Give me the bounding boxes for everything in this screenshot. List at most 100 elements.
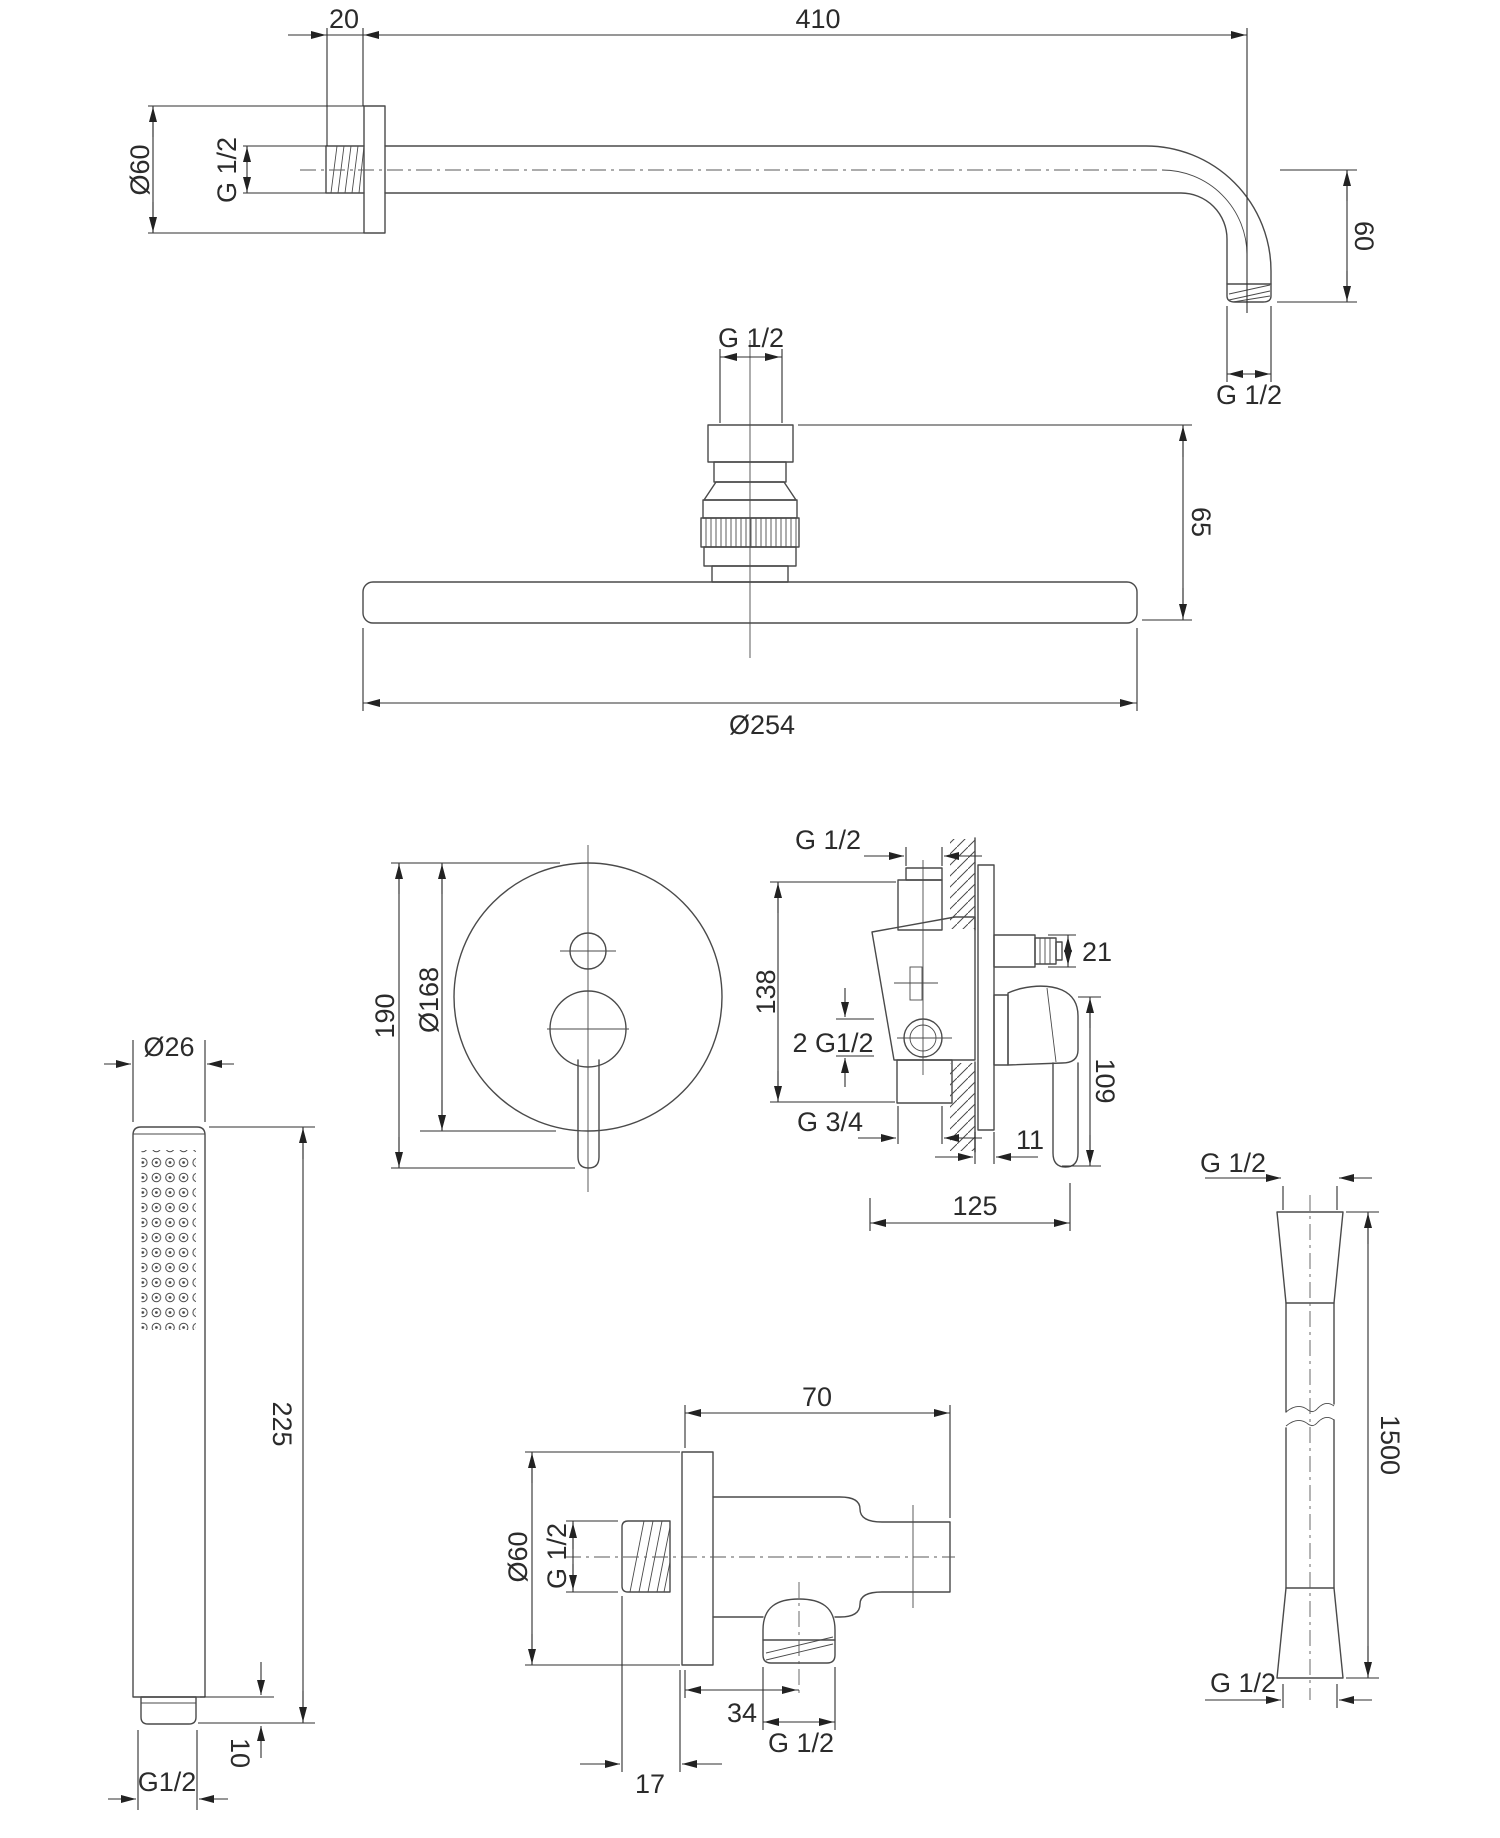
dim-hand-nipple: 10 <box>200 1662 274 1768</box>
dim-head-thread: G 1/2 <box>718 323 784 423</box>
dim-label-hand-length: 225 <box>267 1401 297 1446</box>
mixer-handle-lever-side <box>1052 1062 1079 1168</box>
dim-label-elbow-inlet-thread: G 1/2 <box>542 1523 572 1589</box>
dim-label-hose-bottom-thread: G 1/2 <box>1210 1668 1276 1698</box>
mixer-top-neck <box>905 867 943 881</box>
dim-label-mixer-depth: 125 <box>952 1191 997 1221</box>
dim-elbow-depth: 70 <box>684 1382 951 1518</box>
dim-mixer-spout-diameter: 21 <box>1048 934 1112 968</box>
shower-head-view: G 1/2 65 Ø254 <box>362 323 1216 740</box>
dim-label-mixer-spout-diameter: 21 <box>1082 937 1112 967</box>
hand-shower-nipple <box>140 1696 197 1725</box>
arm-wall-flange <box>363 105 386 234</box>
mixer-outlet-cap <box>1055 941 1063 961</box>
mixer-handle-adapter <box>993 994 1009 1066</box>
dim-label-head-height: 65 <box>1186 507 1216 537</box>
mixer-bottom-port <box>896 1059 953 1104</box>
dim-label-mixer-plate-diameter: Ø168 <box>414 967 444 1033</box>
arm-end-thread-hatch <box>1228 284 1271 303</box>
mixer-front-view: 190 Ø168 <box>370 845 723 1192</box>
dim-label-head-diameter: Ø254 <box>729 710 795 740</box>
head-knurl-lines <box>705 518 797 547</box>
dim-arm-flange-diameter: Ø60 <box>125 105 364 234</box>
outlet-elbow-view: 70 Ø60 G 1/2 34 G 1/2 <box>503 1382 955 1799</box>
dim-elbow-outlet-offset: 34 <box>684 1670 799 1728</box>
mixer-top-pipe <box>897 879 943 931</box>
dim-elbow-plate-diameter: Ø60 <box>503 1451 680 1666</box>
dim-arm-drop: 60 <box>1277 169 1379 303</box>
dim-hose-bottom-thread: G 1/2 <box>1205 1668 1372 1708</box>
dim-mixer-side-ports: 2 G1/2 <box>792 988 874 1087</box>
dim-hand-thread: G1/2 <box>108 1730 228 1810</box>
hose-tube <box>1285 1302 1335 1589</box>
dim-mixer-handle-height: 109 <box>1062 996 1120 1167</box>
dim-mixer-bottom-thread: G 3/4 <box>797 1106 982 1144</box>
mixer-outlet-knurl <box>1034 937 1057 965</box>
dim-mixer-body-height: 138 <box>751 881 896 1103</box>
arm-tube-outline <box>384 145 1272 285</box>
mixer-side-view: G 1/2 138 2 G1/2 G 3/4 21 <box>751 825 1120 1231</box>
dim-mixer-height: 190 <box>370 862 575 1169</box>
hose-view: G 1/2 1500 G 1/2 <box>1200 1148 1405 1708</box>
dim-label-mixer-side-ports: 2 G1/2 <box>792 1028 873 1058</box>
hose-bottom-nut <box>1276 1587 1344 1679</box>
dim-hand-length: 225 <box>198 1126 315 1724</box>
arm-end-thread <box>1226 283 1272 303</box>
elbow-inlet-thread-hatch <box>629 1520 671 1593</box>
mixer-trim-plate <box>977 864 995 1131</box>
dim-label-mixer-body-height: 138 <box>751 969 781 1014</box>
dim-label-mixer-bottom-thread: G 3/4 <box>797 1107 863 1137</box>
dim-mixer-top-thread: G 1/2 <box>795 825 982 866</box>
mixer-valve-body <box>871 916 976 1061</box>
dim-hose-length: 1500 <box>1346 1211 1405 1679</box>
dim-label-arm-drop: 60 <box>1349 221 1379 251</box>
hand-shower-view: Ø26 225 10 G1/2 <box>104 1032 315 1810</box>
dim-label-hand-diameter: Ø26 <box>143 1032 194 1062</box>
dim-label-arm-flange-diameter: Ø60 <box>125 144 155 195</box>
dim-label-elbow-outlet-thread: G 1/2 <box>768 1728 834 1758</box>
dim-label-elbow-inlet-length: 17 <box>635 1769 665 1799</box>
dim-label-arm-end-thread: G 1/2 <box>1216 380 1282 410</box>
hand-shower-body <box>132 1126 206 1698</box>
dim-label-arm-wall-offset: 20 <box>329 4 359 34</box>
elbow-outlet-dome <box>762 1598 836 1641</box>
dim-head-diameter: Ø254 <box>362 628 1138 740</box>
dim-label-hose-length: 1500 <box>1375 1415 1405 1475</box>
elbow-outlet-thread <box>762 1639 836 1664</box>
mixer-cross-detail <box>909 966 923 1001</box>
wall-hatch-top <box>950 839 975 929</box>
dim-label-mixer-handle-height: 109 <box>1090 1058 1120 1103</box>
dim-arm-wall-offset: 20 <box>288 4 364 146</box>
dim-label-mixer-top-thread: G 1/2 <box>795 825 861 855</box>
mixer-outlet-stub <box>993 934 1036 968</box>
dim-label-elbow-outlet-offset: 34 <box>727 1698 757 1728</box>
head-connector-top <box>707 424 794 463</box>
dim-head-height: 65 <box>798 424 1216 621</box>
dim-hand-diameter: Ø26 <box>104 1032 234 1122</box>
dim-arm-length: 410 <box>363 4 1248 313</box>
dim-label-arm-length: 410 <box>795 4 840 34</box>
dim-mixer-depth: 125 <box>869 1183 1071 1231</box>
arm-thread-hatch <box>330 145 365 194</box>
dim-label-elbow-depth: 70 <box>802 1382 832 1412</box>
dim-arm-wall-thread: G 1/2 <box>212 137 326 203</box>
dim-elbow-inlet-length: 17 <box>580 1596 722 1799</box>
dim-elbow-inlet-thread: G 1/2 <box>542 1520 618 1593</box>
elbow-outlet-thread-hatch <box>765 1636 834 1661</box>
dim-elbow-outlet-thread: G 1/2 <box>762 1667 836 1758</box>
dim-label-mixer-plate-offset: 11 <box>1016 1125 1044 1155</box>
dim-hose-top-thread: G 1/2 <box>1200 1148 1372 1210</box>
dim-label-hand-thread: G1/2 <box>138 1767 197 1797</box>
elbow-inlet-thread <box>621 1520 671 1593</box>
dim-label-mixer-height: 190 <box>370 993 400 1038</box>
dim-label-hand-nipple: 10 <box>225 1738 255 1768</box>
dim-mixer-plate-offset: 11 <box>935 1125 1044 1164</box>
elbow-escutcheon <box>681 1451 714 1666</box>
dim-label-elbow-plate-diameter: Ø60 <box>503 1531 533 1582</box>
hand-shower-spray-face <box>141 1150 196 1330</box>
mixer-handle-head <box>1007 985 1079 1066</box>
dim-arm-end-thread: G 1/2 <box>1216 306 1282 410</box>
hose-break-lines <box>1285 1403 1335 1427</box>
